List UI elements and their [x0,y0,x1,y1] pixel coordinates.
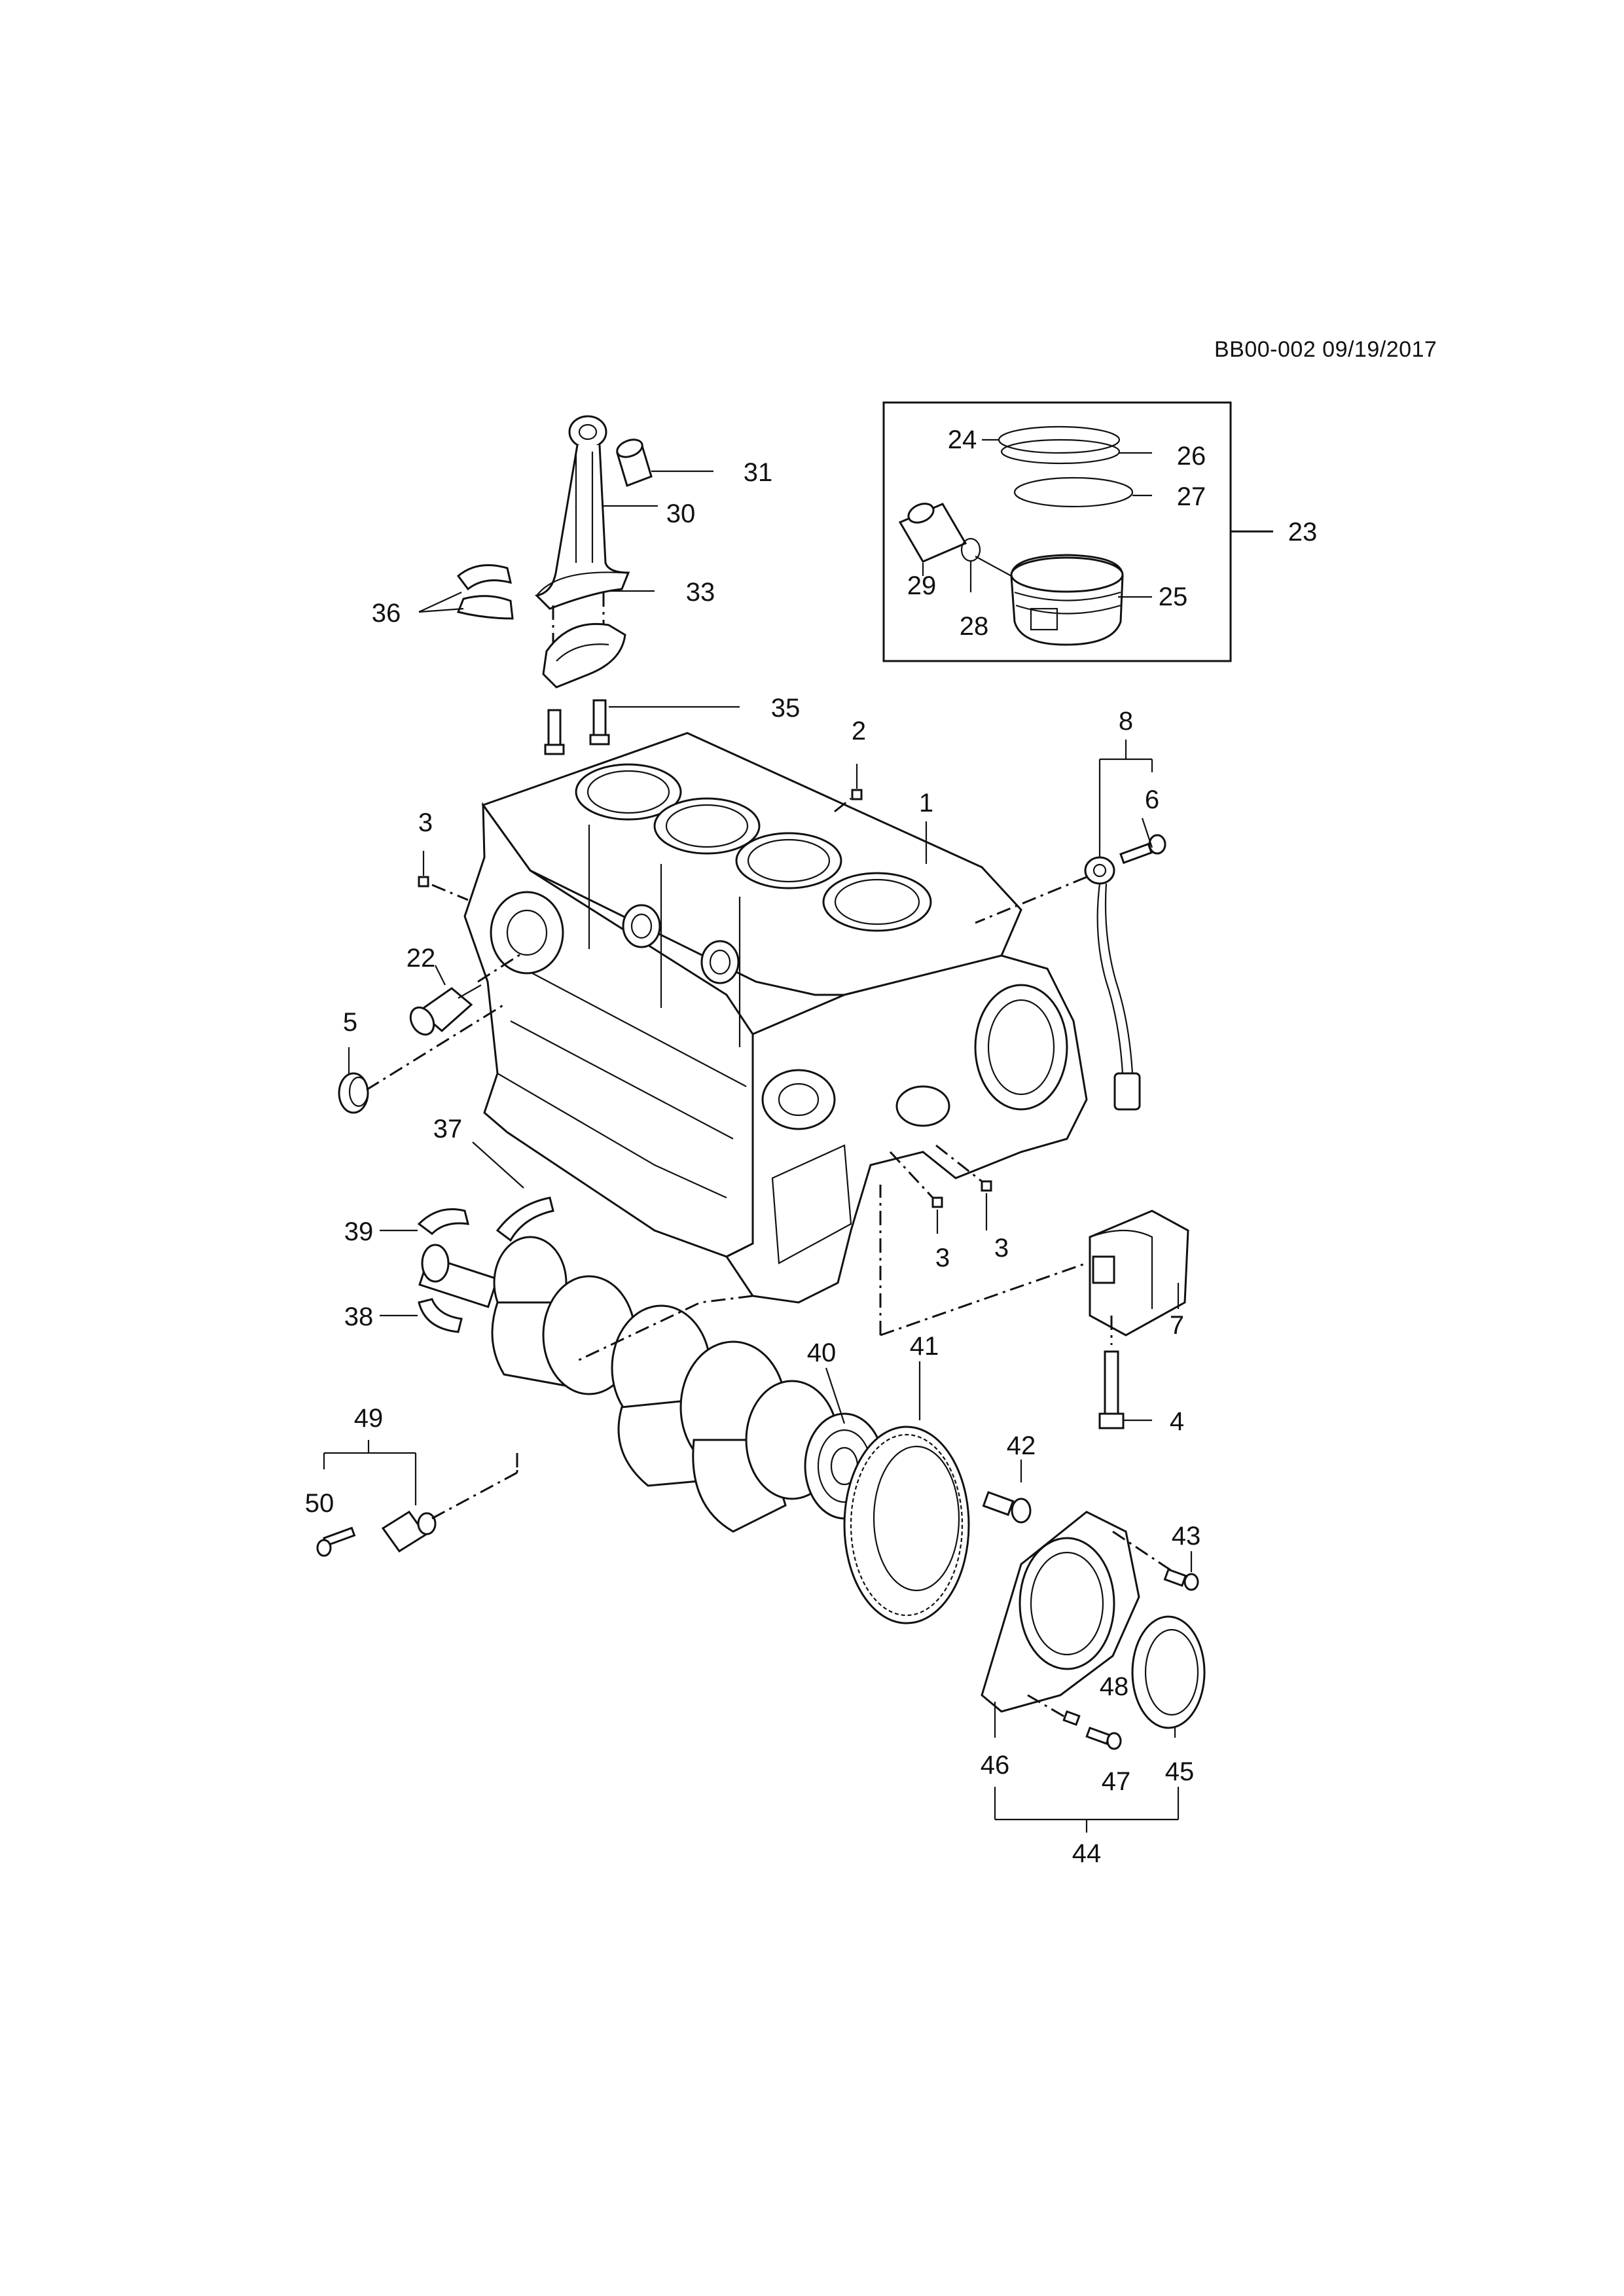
piston-ring-oil [1013,476,1134,508]
knock-sensor-bolt [1119,834,1166,865]
small-end-bushing [616,439,713,487]
block-seal-5 [338,1003,505,1114]
knock-sensor [975,740,1153,1111]
callout-47: 47 [1102,1767,1131,1796]
crank-sensor-bracket [323,1440,417,1505]
rear-main-seal [1131,1615,1206,1738]
piston-kit-box [882,401,1273,662]
callout-44: 44 [1072,1839,1102,1868]
callout-43: 43 [1172,1522,1201,1551]
callout-1: 1 [919,789,933,817]
oil-pressure-switch [409,951,524,1036]
callout-50: 50 [305,1489,334,1518]
reluctor-ring-gear [843,1361,970,1624]
callout-29: 29 [907,571,937,600]
callout-30: 30 [666,499,696,528]
rod-bearing-shells [418,564,514,620]
callout-49: 49 [354,1404,384,1433]
callout-22: 22 [406,944,436,973]
callout-26: 26 [1177,442,1206,471]
callout-36: 36 [372,599,401,628]
callout-7: 7 [1170,1311,1184,1340]
piston-ring-second [1000,439,1121,465]
connecting-rod [534,415,658,610]
callout-3-lower-left: 3 [935,1244,950,1272]
callout-41: 41 [910,1332,939,1361]
rear-seal-housing [981,1511,1140,1738]
rear-seal-kit-bracket [994,1787,1180,1833]
callout-24: 24 [948,425,977,454]
callout-labels: 1 2 3 3 3 4 5 6 7 8 22 23 24 25 26 27 28… [305,425,1318,1868]
diagram-reference: BB00-002 09/19/2017 [1214,337,1437,362]
main-bearing-cap [879,1185,1189,1336]
piston-pin-circlip [960,537,981,562]
block-plug-3-left [418,851,469,901]
callout-3-left: 3 [418,808,433,837]
main-bearing-cap-bolt [1098,1316,1152,1429]
callout-27: 27 [1177,482,1206,511]
block-plug-3-lower [889,1144,992,1234]
callout-45: 45 [1165,1757,1195,1786]
crankshaft-position-sensor [381,1471,518,1553]
callout-48: 48 [1100,1672,1129,1701]
thrust-washer-37 [472,1141,554,1242]
seal-housing-bolt-43 [1112,1530,1199,1591]
callout-42: 42 [1007,1431,1036,1460]
flywheel-bolt [982,1460,1032,1524]
callout-25: 25 [1159,583,1188,611]
seal-housing-dowel-48 [1027,1694,1081,1726]
connecting-rod-cap [542,622,626,689]
callout-33: 33 [686,578,715,607]
callout-5: 5 [343,1008,357,1037]
callout-28: 28 [960,612,989,641]
main-bearing-lower-38 [380,1298,463,1333]
callout-35: 35 [771,694,801,723]
callout-37: 37 [433,1115,463,1143]
crankshaft [418,1236,885,1533]
callout-39: 39 [344,1217,374,1246]
callout-6: 6 [1145,785,1159,814]
cylinder-block [463,732,1088,1304]
seal-housing-bolt-47 [1085,1727,1122,1750]
callout-40: 40 [807,1338,837,1367]
piston-pin [898,503,967,576]
callout-38: 38 [344,1302,374,1331]
crank-sensor-bolt [316,1526,356,1557]
callout-31: 31 [744,458,773,487]
block-plug-2 [834,764,863,813]
callout-4: 4 [1170,1407,1184,1436]
callout-3-lower-right: 3 [994,1234,1009,1263]
callout-46: 46 [981,1751,1010,1780]
piston [975,554,1152,646]
main-bearing-upper-39 [380,1208,469,1235]
callout-2: 2 [852,717,866,745]
callout-8: 8 [1119,707,1133,736]
callout-23: 23 [1288,518,1318,547]
connecting-rod-bolts [544,699,740,755]
